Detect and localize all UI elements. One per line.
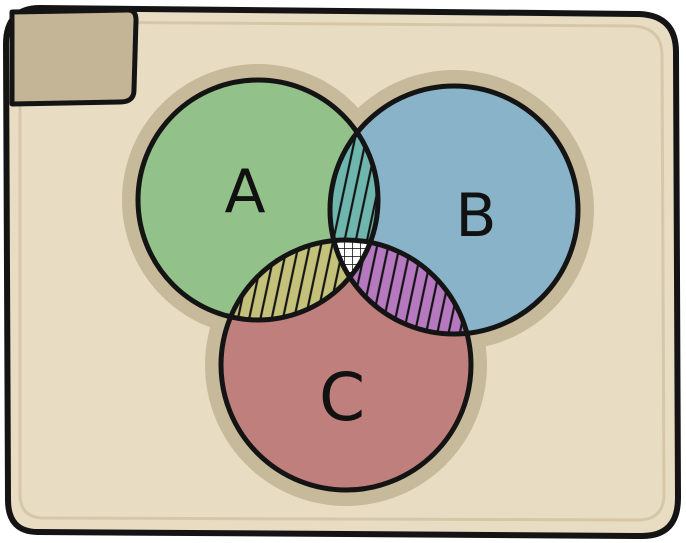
folder-tab (9, 7, 139, 107)
set-b-label: B (455, 181, 496, 251)
intersection-b-c (330, 240, 471, 334)
intersection-a-c (221, 240, 378, 320)
circle-outlines (135, 77, 581, 493)
set-a-label: A (224, 157, 265, 227)
set-c-label: C (319, 359, 365, 436)
